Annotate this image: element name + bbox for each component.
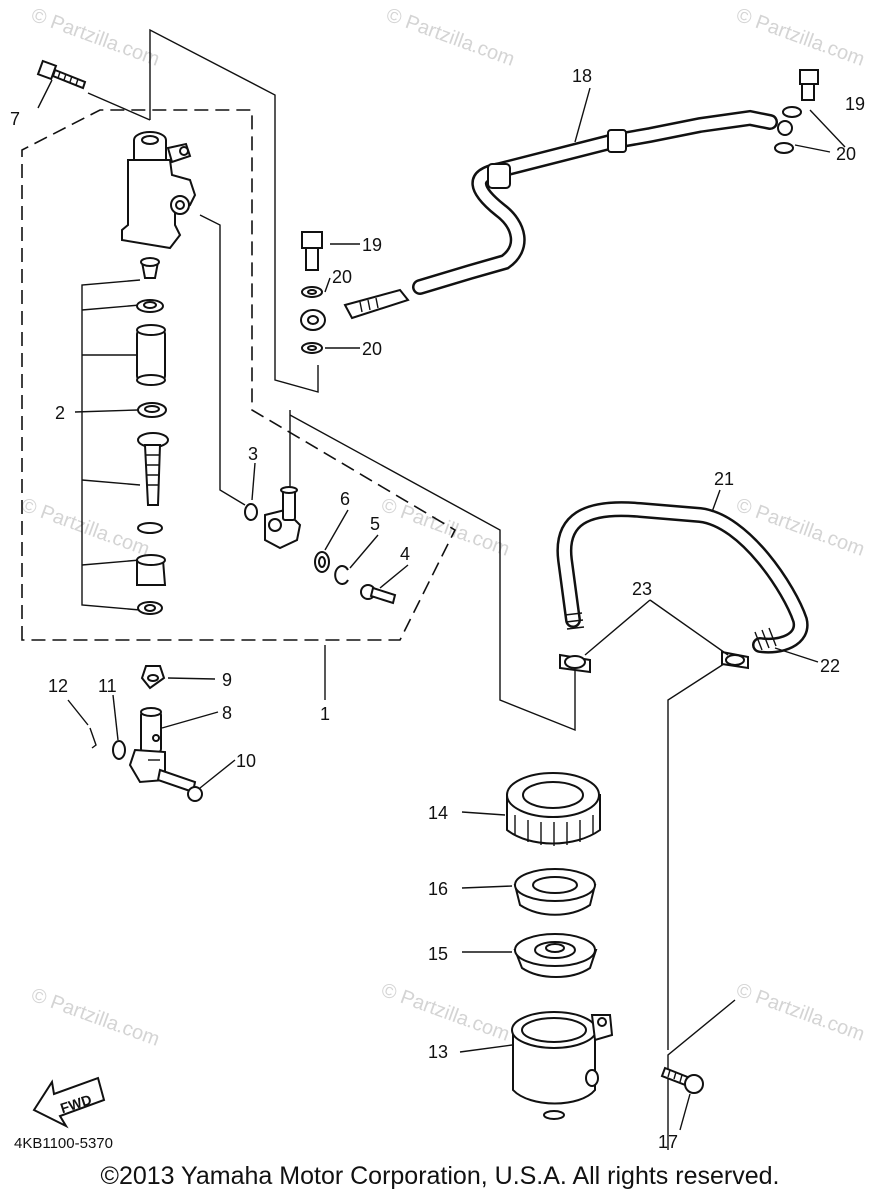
reservoir-hose-21 [556, 501, 809, 654]
watermark: © Partzilla.com [733, 4, 867, 71]
piston-kit-2 [81, 257, 169, 615]
callout-20: 20 [332, 267, 352, 287]
fwd-arrow: FWD [32, 1076, 106, 1129]
callout-leaders [37, 79, 846, 1131]
brake-hose-18 [300, 109, 793, 331]
hose-clips [559, 650, 749, 674]
banjo-bolts [301, 69, 819, 354]
watermark: © Partzilla.com [383, 4, 517, 71]
bolt-7 [36, 59, 87, 90]
callout-3: 3 [248, 444, 258, 464]
screw-17 [660, 1066, 704, 1094]
watermark: © Partzilla.com [378, 979, 512, 1046]
callout-14: 14 [428, 803, 448, 823]
callout-19: 19 [845, 94, 865, 114]
watermark: © Partzilla.com [733, 979, 867, 1046]
callout-4: 4 [400, 544, 410, 564]
watermark: © Partzilla.com [18, 494, 152, 561]
clevis-assembly [89, 665, 203, 802]
callout-8: 8 [222, 703, 232, 723]
callout-7: 7 [10, 109, 20, 129]
callout-23: 23 [632, 579, 652, 599]
callout-10: 10 [236, 751, 256, 771]
callout-16: 16 [428, 879, 448, 899]
master-cylinder-body [121, 131, 197, 250]
callout-1: 1 [320, 704, 330, 724]
callout-19: 19 [362, 235, 382, 255]
callout-6: 6 [340, 489, 350, 509]
leader-lines [149, 28, 736, 1150]
callout-17: 17 [658, 1132, 678, 1152]
callout-18: 18 [572, 66, 592, 86]
watermark: © Partzilla.com [28, 984, 162, 1051]
assembly-outline-1 [21, 109, 457, 641]
fitting-3-6 [244, 486, 397, 605]
callout-20: 20 [836, 144, 856, 164]
callout-5: 5 [370, 514, 380, 534]
callout-2: 2 [55, 403, 65, 423]
diagram-code: 4KB1100-5370 [14, 1135, 113, 1152]
callout-20: 20 [362, 339, 382, 359]
reservoir-parts [506, 772, 614, 1120]
callout-21: 21 [714, 469, 734, 489]
callout-12: 12 [48, 676, 68, 696]
callout-labels: 7 2 3 6 5 4 1 9 8 10 11 12 18 19 20 19 2… [10, 66, 865, 1152]
callout-11: 11 [98, 676, 117, 696]
callout-9: 9 [222, 670, 232, 690]
copyright-text: ©2013 Yamaha Motor Corporation, U.S.A. A… [100, 1162, 780, 1190]
callout-22: 22 [820, 656, 840, 676]
callout-15: 15 [428, 944, 448, 964]
callout-13: 13 [428, 1042, 448, 1062]
watermark: © Partzilla.com [28, 4, 162, 71]
